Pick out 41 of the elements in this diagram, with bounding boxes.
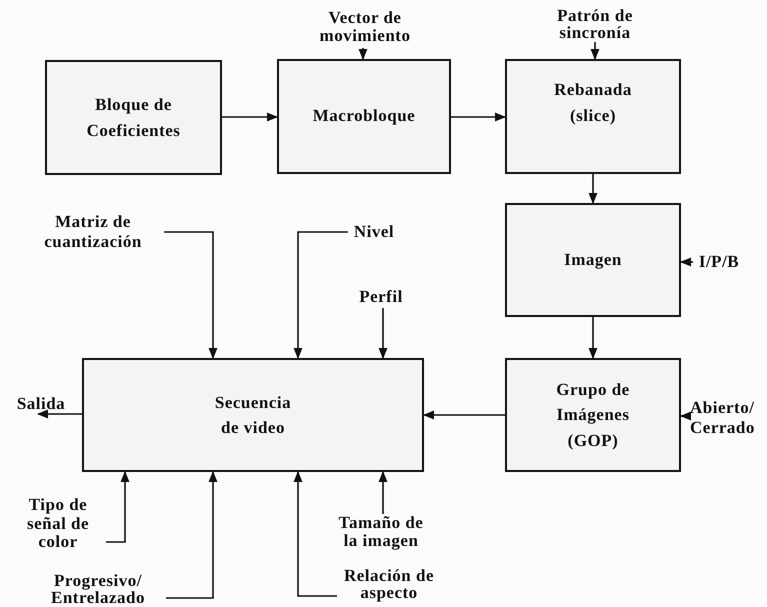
- box-label: Imagen: [564, 250, 622, 270]
- arrow: [451, 112, 506, 122]
- signal-label: Progresivo/ Entrelazado: [50, 572, 146, 606]
- process-box: [505, 59, 681, 174]
- arrow: [166, 470, 218, 599]
- box-label: Grupo de Imágenes (GOP): [555, 378, 631, 452]
- arrow: [222, 112, 278, 122]
- signal-label: Matriz de cuantización: [43, 212, 143, 252]
- signal-label: Patrón de sincronía: [556, 7, 634, 41]
- signal-label: Relación de aspecto: [342, 567, 436, 601]
- box-label: Rebanada (slice): [553, 79, 633, 126]
- box-label: Secuencia de video: [214, 392, 292, 439]
- box-label: Bloque de Coeficientes: [86, 94, 182, 142]
- arrow: [164, 231, 218, 360]
- process-box: [45, 60, 222, 175]
- signal-label: Tamaño de la imagen: [338, 514, 424, 550]
- arrow: [294, 470, 337, 597]
- signal-label: Vector de movimiento: [318, 9, 412, 45]
- arrow: [36, 410, 82, 418]
- box-label: Macrobloque: [312, 106, 416, 127]
- arrow: [680, 258, 693, 266]
- process-box: [505, 358, 681, 472]
- arrow: [378, 308, 388, 360]
- arrow: [590, 42, 600, 60]
- arrow: [378, 470, 388, 514]
- arrow: [588, 317, 598, 360]
- signal-label: Perfil: [359, 286, 403, 308]
- process-box: [277, 59, 451, 174]
- arrow: [422, 410, 505, 420]
- arrow: [680, 412, 692, 420]
- signal-label: I/P/B: [698, 252, 740, 272]
- arrow: [106, 470, 130, 543]
- arrow: [358, 48, 368, 60]
- signal-label: Tipo de señal de color: [26, 496, 90, 552]
- signal-label: Nivel: [354, 222, 394, 242]
- signal-label: Abierto/ Cerrado: [690, 398, 756, 438]
- process-box: [82, 358, 424, 472]
- process-box: [505, 203, 681, 317]
- arrow: [588, 174, 598, 204]
- arrow: [294, 231, 348, 360]
- signal-label: Salida: [16, 394, 66, 414]
